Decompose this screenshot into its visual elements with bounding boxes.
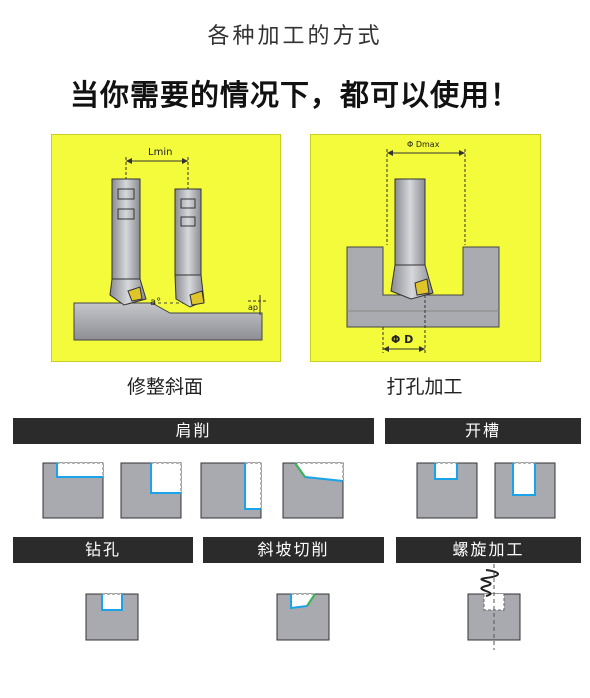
shoulder-icon-4 (282, 462, 344, 519)
subtitle: 各种加工的方式 (207, 24, 383, 49)
drilling-diagram: Φ Dmax Φ D (346, 140, 500, 353)
d-label: Φ D (391, 333, 413, 346)
ramp-bar: 斜坡切削 (203, 537, 384, 563)
bevel-diagram: Lmin a° ap (73, 147, 266, 341)
slot-icon-1 (416, 462, 478, 519)
ap-label: ap (248, 303, 258, 312)
shoulder-icons (42, 462, 344, 519)
helical-icon (467, 564, 521, 650)
bevel-panel: Lmin a° ap (51, 134, 281, 362)
bevel-caption: 修整斜面 (126, 376, 203, 398)
lmin-label: Lmin (148, 147, 172, 158)
angle-label: a° (150, 297, 161, 308)
headline: 当你需要的情况下，都可以使用！ (69, 78, 520, 112)
dmax-label: Φ Dmax (407, 140, 440, 149)
shoulder-bar: 肩削 (13, 418, 374, 444)
slot-icon-2 (494, 462, 556, 519)
spiral-icon (480, 569, 499, 597)
tool-shank (111, 178, 141, 280)
slot-icons (416, 462, 556, 519)
workpiece (73, 302, 263, 341)
drilling-caption: 打孔加工 (386, 376, 463, 398)
slot-bar: 开槽 (385, 418, 581, 444)
drilling-panel: Φ Dmax Φ D (310, 134, 541, 362)
drill-bar: 钻孔 (13, 537, 193, 563)
shoulder-icon-2 (120, 462, 182, 519)
shoulder-icon-1 (42, 462, 104, 519)
drill-icon (85, 593, 139, 641)
u-block (346, 246, 500, 328)
helical-bar: 螺旋加工 (396, 537, 581, 563)
ramp-icon (276, 593, 330, 641)
shoulder-icon-3 (200, 462, 262, 519)
